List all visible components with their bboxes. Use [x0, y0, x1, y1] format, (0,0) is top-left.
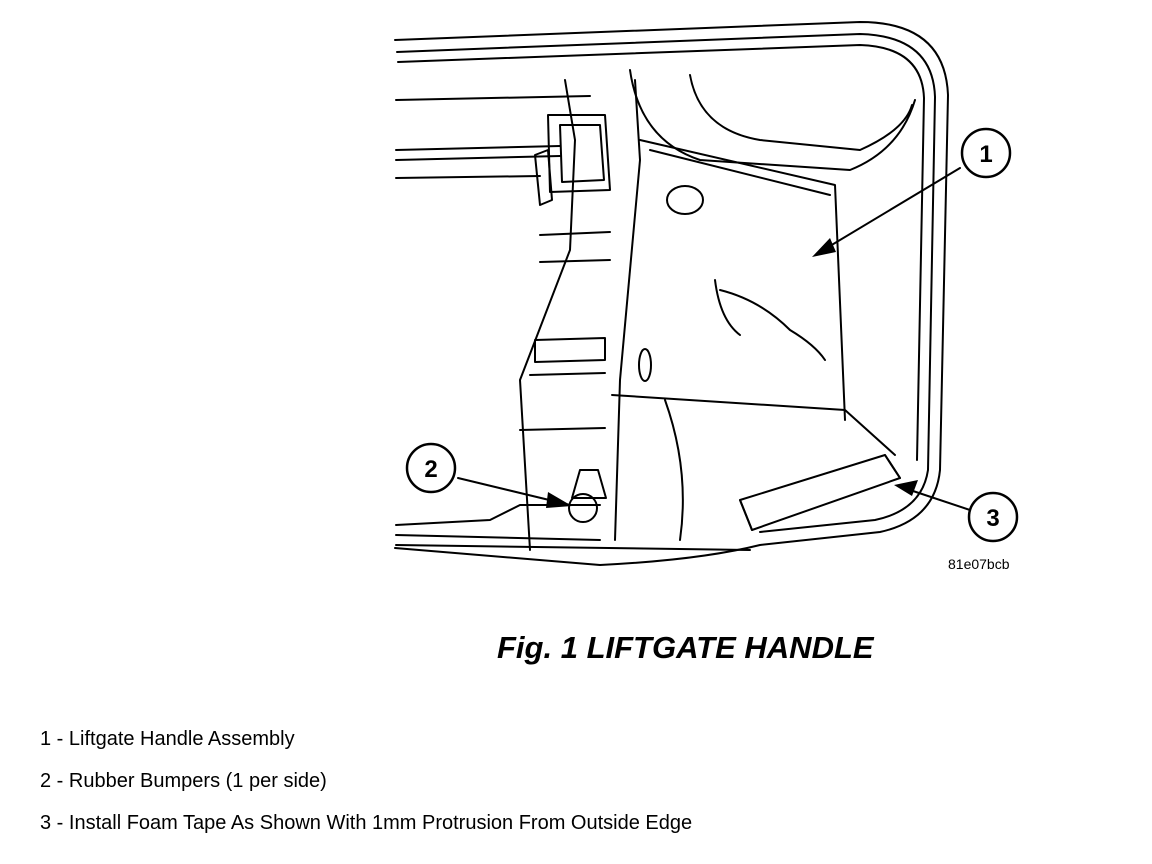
arrow-head-2	[546, 492, 572, 508]
pillar-left	[519, 79, 576, 551]
legend-item: 1 - Liftgate Handle Assembly	[40, 728, 295, 750]
callout-label-2: 2	[424, 456, 437, 483]
callout-circle-3	[967, 491, 1019, 543]
legend-item: 3 - Install Foam Tape As Shown With 1mm …	[40, 812, 693, 834]
arrow-head-1	[812, 238, 836, 257]
figure-reference-code: 81e07bcb	[948, 556, 1010, 572]
callout-label-3: 3	[986, 505, 999, 532]
liftgate-outer-edge	[394, 21, 949, 566]
legend-item: 2 - Rubber Bumpers (1 per side)	[40, 770, 327, 792]
callout-circle-1	[960, 127, 1012, 179]
liftgate-inner-edge	[396, 33, 936, 533]
foam-tape	[739, 454, 901, 531]
figure-caption: Fig. 1 LIFTGATE HANDLE	[497, 630, 874, 665]
pillar-right	[614, 79, 641, 541]
callout-circle-2	[405, 442, 457, 494]
arrow-head-3	[894, 480, 918, 496]
parts-legend: 1 - Liftgate Handle Assembly 2 - Rubber …	[40, 727, 692, 853]
callout-label-1: 1	[979, 141, 992, 168]
rubber-bumper	[568, 493, 598, 523]
liftgate-illustration: 1 2 3	[394, 21, 1019, 566]
